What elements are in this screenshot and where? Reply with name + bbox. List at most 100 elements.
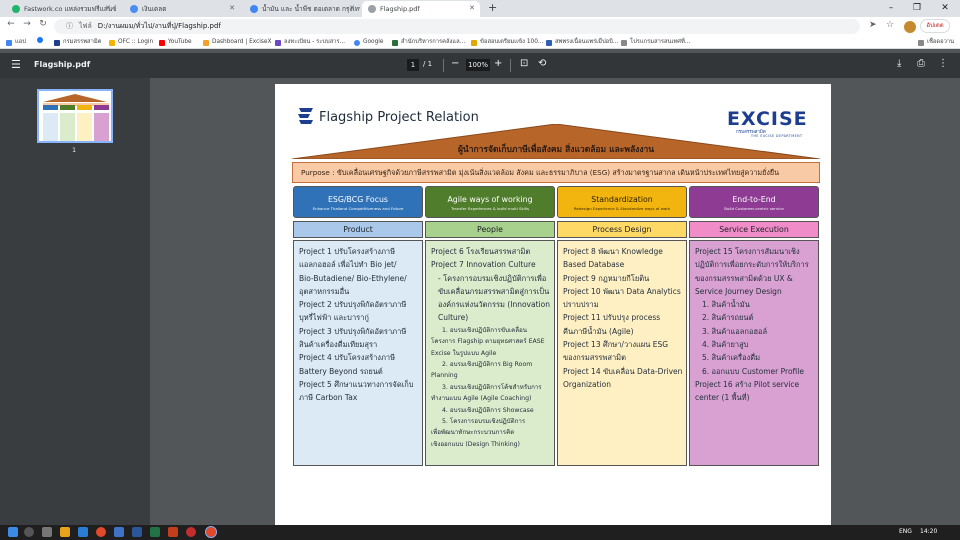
- close-icon[interactable]: ✕: [105, 4, 111, 12]
- thumbnail-column: [43, 113, 58, 141]
- project-line: 5. สินค้าเครื่องดื่ม: [702, 353, 761, 363]
- bookmark-youtube[interactable]: YouTube: [159, 37, 192, 48]
- tab-oil-price[interactable]: น้ำมัน และ น้ำพืช ตอเตลาด กรุงเทพ ตระ ✕: [244, 1, 360, 17]
- project-line: Project 15 โครงการสัมมนาเชิง: [695, 247, 800, 256]
- tab-flagship-pdf[interactable]: Flagship.pdf ✕: [362, 1, 480, 17]
- bookmark-register[interactable]: ลงทะเบียน - ระบบสาร...: [275, 37, 345, 48]
- fit-page-icon[interactable]: ⊡: [520, 58, 529, 69]
- project-line: 4. สินค้ายาสูบ: [702, 340, 749, 350]
- page-thumbnail[interactable]: [37, 89, 113, 143]
- excise-brand-sub2: THE EXCISE DEPARTMENT: [751, 134, 803, 138]
- finance-icon: [392, 39, 398, 46]
- page-number-input[interactable]: 1: [407, 59, 419, 71]
- mail-icon[interactable]: [114, 527, 124, 537]
- bookmark-ofc-login[interactable]: OFC :: Login: [109, 37, 153, 48]
- bookmark-province[interactable]: สพพรงเนื่อนแพร่เมืปอบิ...: [546, 37, 618, 48]
- forward-icon[interactable]: →: [23, 19, 31, 29]
- roof-triangle: [292, 124, 820, 159]
- task-view-icon[interactable]: [42, 527, 52, 537]
- excel-icon[interactable]: [150, 527, 160, 537]
- zoom-in-icon[interactable]: +: [494, 58, 503, 69]
- tab-fastwork[interactable]: Fastwork.co แหล่งรวมฟรีแลนซ์คุณภาพ ✕: [6, 1, 116, 17]
- minimize-icon[interactable]: –: [888, 3, 894, 13]
- new-tab-button[interactable]: +: [488, 1, 498, 14]
- ofc-icon: [109, 39, 115, 46]
- folder-icon: [621, 39, 627, 46]
- project-line: โครงการ Flagship ตามยุทธศาสตร์ EASE: [431, 338, 545, 346]
- bookmark-excisex[interactable]: Dashboard | ExciseX: [203, 37, 271, 48]
- bookmark-exam[interactable]: ข้อสอบเตรียมเเข้ง 100...: [471, 37, 543, 48]
- word-icon[interactable]: [132, 527, 142, 537]
- bookmark-reading-list[interactable]: เชื่อดอวาน: [918, 37, 954, 48]
- excise-brand: EXCISE: [727, 108, 808, 130]
- more-options-icon[interactable]: ⋮: [938, 58, 948, 69]
- close-icon[interactable]: ✕: [229, 4, 235, 12]
- bookmark-info-program[interactable]: โปรแกรมสารสนเทศที่...: [621, 37, 690, 48]
- project-line: องค์กรแห่งนวัตกรรม (Innovation: [438, 300, 550, 310]
- project-line: - โครงการอบรมเชิงปฏิบัติการเพื่อ: [438, 273, 547, 283]
- project-line: Organization: [563, 379, 611, 389]
- chrome-icon[interactable]: [96, 527, 106, 537]
- file-explorer-icon[interactable]: [60, 527, 70, 537]
- close-icon[interactable]: ✕: [349, 4, 355, 12]
- facebook-icon: [37, 37, 43, 43]
- bookmark-finance-office[interactable]: สำนักบริหารการคลังแล...: [392, 37, 465, 48]
- zoom-input[interactable]: 100%: [466, 59, 490, 71]
- input-language[interactable]: ENG: [899, 528, 912, 535]
- bookmark-star-icon[interactable]: ☆: [886, 20, 895, 30]
- chrome-active-icon[interactable]: [205, 526, 217, 538]
- close-icon[interactable]: ✕: [469, 4, 475, 12]
- page-icon: [130, 5, 138, 13]
- site-info-icon[interactable]: ⓘ: [66, 22, 73, 30]
- project-line: Project 2 ปรับปรุงพิกัดอัตราภาษี: [299, 300, 407, 310]
- project-line: ภาษี Carbon Tax: [299, 393, 358, 403]
- back-icon[interactable]: ←: [7, 19, 15, 29]
- bookmark-facebook[interactable]: [37, 37, 46, 43]
- menu-icon[interactable]: ☰: [11, 58, 21, 71]
- tab-money[interactable]: เงินเดลต ✕: [124, 1, 240, 17]
- thumbnail-column: [77, 113, 92, 141]
- profile-avatar[interactable]: [904, 21, 916, 33]
- thumbnail-pillar: [94, 105, 109, 110]
- clock[interactable]: 14:20: [920, 528, 938, 535]
- project-line: Bio-Butadiene/ Bio-Ethylene/: [299, 273, 407, 283]
- project-line: 1. อบรมเชิงปฏิบัติการขับเคลื่อน: [442, 326, 527, 334]
- app-icon[interactable]: [186, 527, 196, 537]
- project-line: Planning: [431, 372, 458, 380]
- project-line: Based Database: [563, 260, 625, 270]
- window-close-icon[interactable]: ✕: [941, 3, 949, 13]
- project-line: แอลกอฮอล์ เพื่อไปทำ Bio jet/: [299, 260, 397, 270]
- column-body-product: Project 1 ปรับโครงสร้างภาษีแอลกอฮอล์ เพื…: [293, 240, 423, 466]
- excise-icon: [54, 39, 60, 46]
- project-line: Culture): [438, 313, 469, 323]
- maximize-icon[interactable]: ❐: [912, 3, 922, 13]
- pillar-agile: Agile ways of working Transfer Experienc…: [425, 186, 555, 218]
- powerpoint-icon[interactable]: [168, 527, 178, 537]
- tab-title: Flagship.pdf: [380, 5, 420, 13]
- download-icon[interactable]: ⤓: [897, 58, 902, 69]
- edge-icon[interactable]: [78, 527, 88, 537]
- search-icon[interactable]: [24, 527, 34, 537]
- rotate-icon[interactable]: ⟲: [538, 58, 547, 69]
- project-line: Project 6 โรงเรียนสรรพสามิต: [431, 247, 531, 256]
- address-text: D:/งานผมม/ทั่วไป/งานที่ปุ่/Flagship.pdf: [97, 22, 221, 30]
- taskbar: ENG 14:20: [0, 525, 960, 540]
- flagship-logo-icon: [298, 108, 313, 124]
- share-icon[interactable]: ➤: [869, 20, 877, 30]
- project-line: คืนภาษีน้ำมัน (Agile): [563, 326, 634, 336]
- thumbnail-sidebar: [0, 78, 150, 525]
- project-line: 2. อบรมเชิงปฏิบัติการ Big Room: [442, 361, 533, 368]
- purpose-banner: Purpose : ขับเคลื่อนเศรษฐกิจด้วยภาษีสรรพ…: [292, 162, 820, 183]
- update-button[interactable]: อัปเดต: [920, 19, 950, 33]
- windows-start-icon[interactable]: [8, 527, 18, 537]
- reload-icon[interactable]: ↻: [39, 19, 47, 29]
- globe-icon: [368, 5, 376, 13]
- tab-title: น้ำมัน และ น้ำพืช ตอเตลาด กรุงเทพ ตระ: [262, 5, 360, 13]
- bookmark-apps[interactable]: แอป: [6, 37, 26, 48]
- zoom-out-icon[interactable]: −: [451, 58, 460, 69]
- bookmark-excise-dept[interactable]: กรมสรรพสามิต: [54, 37, 101, 48]
- print-icon[interactable]: ⎙: [917, 58, 925, 69]
- bookmark-google[interactable]: Google: [354, 37, 383, 48]
